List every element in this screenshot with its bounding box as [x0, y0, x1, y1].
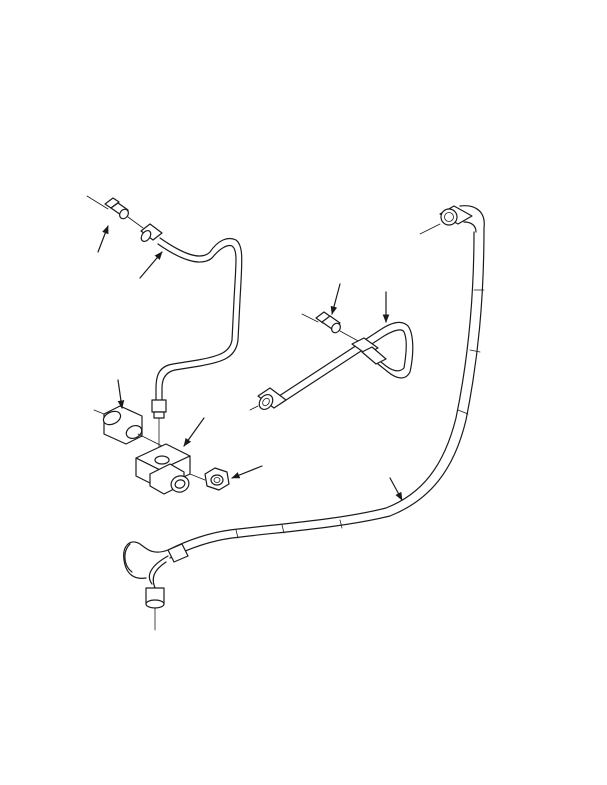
bent-hose-middle	[250, 323, 413, 412]
adapter-fitting-upper-left	[87, 196, 143, 228]
callout-leader-8	[390, 478, 402, 501]
bent-tube-upper-left	[139, 224, 242, 452]
callout-leader-2	[140, 251, 162, 278]
callout-leader-6	[330, 284, 340, 315]
callout-leader-3	[118, 380, 125, 409]
callout-leader-4	[184, 418, 204, 447]
spacer-bushing	[94, 406, 162, 446]
callout-leaders	[98, 225, 402, 501]
long-hose-assembly	[124, 206, 485, 630]
callout-leader-5	[231, 466, 262, 478]
tee-fitting-bracket	[136, 444, 205, 495]
hex-nut	[205, 468, 229, 490]
callout-leader-1	[98, 225, 108, 252]
adapter-fitting-middle	[302, 312, 360, 342]
